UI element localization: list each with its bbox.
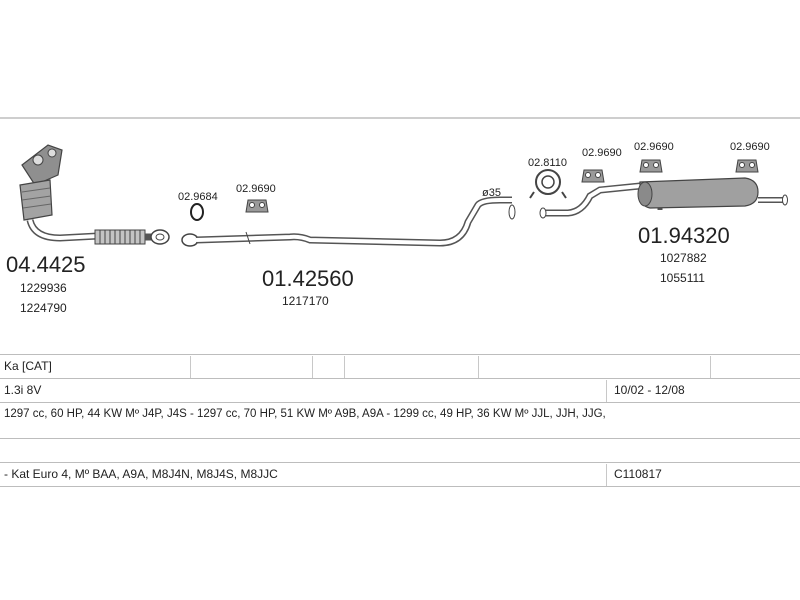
table-rule	[0, 402, 800, 403]
column-divider	[710, 356, 711, 378]
column-divider	[312, 356, 313, 378]
table-rule	[0, 486, 800, 487]
flex-bellows	[94, 229, 170, 245]
model-cell: Ka [CAT]	[4, 359, 52, 373]
column-divider	[344, 356, 345, 378]
front-pipe-number: 01.42560	[262, 266, 354, 291]
engine-cell: 1.3i 8V	[4, 383, 42, 397]
hanger-rear-b-label: 02.9690	[634, 141, 674, 153]
table-rule	[0, 438, 800, 439]
hanger-rear-c-icon[interactable]	[735, 159, 759, 173]
catalyst-number: 04.4425	[6, 252, 86, 277]
hanger-rear-a-icon[interactable]	[581, 169, 605, 183]
hanger-front-icon[interactable]	[245, 199, 269, 213]
table-rule	[0, 462, 800, 463]
clamp-label: 02.8110	[528, 157, 567, 169]
hanger-rear-c-label: 02.9690	[730, 141, 770, 153]
catalyst-ref-2: 1224790	[20, 301, 67, 315]
exhaust-drawing: 04.4425 1229936 1224790 02.9684 02.9690 …	[0, 117, 800, 315]
catalyst-part[interactable]	[19, 144, 99, 242]
years-cell: 10/02 - 12/08	[614, 383, 685, 397]
column-divider	[478, 356, 479, 378]
specs-cell: 1297 cc, 60 HP, 44 KW Mº J4P, J4S - 1297…	[4, 408, 606, 420]
code-cell: C110817	[614, 467, 662, 481]
column-divider	[606, 464, 607, 486]
notes-cell: - Kat Euro 4, Mº BAA, A9A, M8J4N, M8J4S,…	[4, 467, 278, 481]
front-pipe-part[interactable]	[181, 196, 516, 247]
rear-silencer-ref-2: 1055111	[660, 271, 705, 285]
clamp-icon[interactable]	[529, 169, 567, 199]
ring-gasket-icon[interactable]	[190, 203, 204, 221]
table-rule	[0, 354, 800, 355]
rear-silencer-number: 01.94320	[638, 223, 730, 248]
rear-silencer-ref-1: 1027882	[660, 251, 707, 265]
catalyst-ref-1: 1229936	[20, 281, 67, 295]
diameter-label: ø35	[482, 187, 501, 199]
column-divider	[190, 356, 191, 378]
rear-silencer-part[interactable]	[539, 177, 788, 219]
hanger-front-label: 02.9690	[236, 183, 276, 195]
hanger-rear-b-icon[interactable]	[639, 159, 663, 173]
hanger-rear-a-label: 02.9690	[582, 147, 622, 159]
ring-label: 02.9684	[178, 191, 218, 203]
table-rule	[0, 378, 800, 379]
column-divider	[606, 380, 607, 402]
front-pipe-ref-1: 1217170	[282, 294, 329, 308]
